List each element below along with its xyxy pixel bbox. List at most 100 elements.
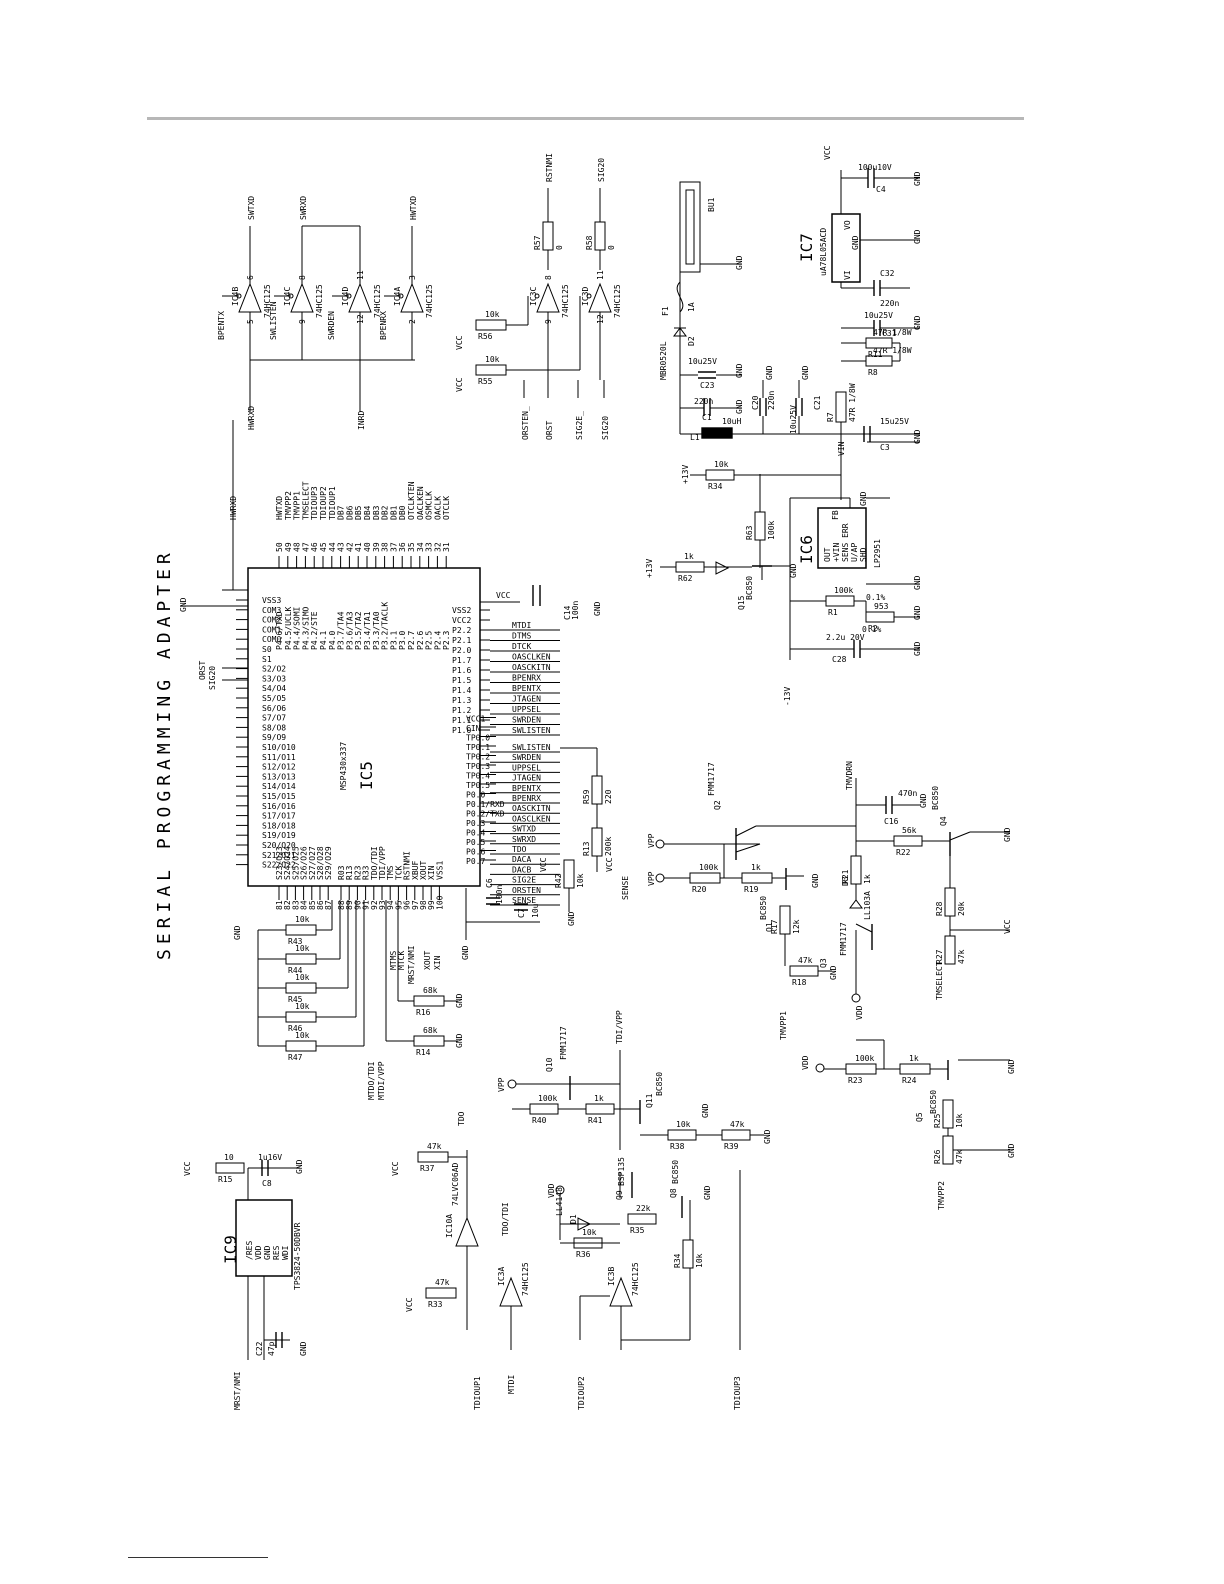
ic6-chip: [817, 507, 867, 569]
ic4-out-net-1: SWRXD: [299, 196, 308, 220]
footer-rule: [128, 1557, 268, 1558]
vpp-r21-value: 1k: [863, 874, 872, 884]
ic5-pin-0: R03: [337, 865, 346, 880]
ic5-right-num-11: 39: [372, 542, 381, 552]
ic5-right-pin-18: P2.4: [433, 631, 442, 650]
c3-value: 15u25V: [880, 417, 909, 426]
ic6-r1-value: 100k: [834, 586, 853, 595]
ic6-r63-value: 100k: [767, 521, 776, 540]
vpp-r18: [789, 965, 819, 977]
c23-value: 10u25V: [688, 357, 717, 366]
net-vcc-reg: VCC: [823, 145, 832, 160]
ic3-buffer-1-ref: IC3D: [581, 287, 590, 306]
ic5-right-pin-19: P2.3: [442, 631, 451, 650]
ic5-top-net-4: BPENTX: [512, 784, 541, 793]
ic5-pinnum-6: 94: [386, 900, 395, 910]
ic5-top-net-2: UPPSEL: [512, 763, 541, 772]
lower-r41: [585, 1103, 615, 1115]
ic5-right-net-3: TMSELECT: [301, 481, 310, 520]
resistor-network-block: GNDR4310kR4410kR4510kR4610kR4710kR1668kR…: [233, 747, 630, 1100]
gnd-r16: GND: [455, 993, 464, 1008]
ic5-top-net-3: JTAGEN: [512, 774, 541, 783]
lower-r25-ref: R25: [933, 1113, 942, 1128]
q3-ref: Q3: [819, 958, 828, 968]
ic5-top-net-8: SWTXD: [512, 825, 536, 834]
ic7-pin-vi: VI: [843, 270, 852, 280]
ic7-ref: IC7: [797, 233, 816, 262]
gnd-c8: GND: [295, 1159, 304, 1174]
lower-r26-value: 47k: [955, 1149, 964, 1164]
ic5-pinnum-2: 90: [353, 900, 362, 910]
ic5-right-net-17: OSMCLK: [425, 491, 434, 520]
ic5-bottom-net-4: OASCKITN: [512, 663, 551, 672]
ic5-right-num-16: 34: [416, 542, 425, 552]
rnet-r16: [413, 995, 445, 1007]
lower-r36-value: 10k: [582, 1228, 597, 1237]
net-vcc-ic5: VCC: [496, 591, 511, 600]
ic6-r1-ref: R1: [828, 608, 838, 617]
ic6-r1: [825, 595, 855, 607]
lower-r24-ref: R24: [902, 1076, 917, 1085]
q15-ref: Q15: [737, 595, 746, 610]
lower-r34: [682, 1239, 694, 1269]
vpp-net-1: VPP: [647, 871, 656, 886]
ic6-r62-ref: R62: [678, 574, 693, 583]
ic5-right-pin-3: P4.3/SIMO: [301, 606, 310, 650]
vpp-r22-value: 56k: [902, 826, 917, 835]
gnd-r2: GND: [913, 605, 922, 620]
gnd-c4: GND: [913, 171, 922, 186]
lower-r35-ref: R35: [630, 1226, 645, 1235]
ic5-pin-5: TDI/VPP: [378, 846, 387, 880]
gnd-r14: GND: [455, 1033, 464, 1048]
ic5-lbpin-5: S28/O28: [316, 846, 325, 880]
ic6-pin-3: U/AP: [850, 543, 859, 562]
ic5-com-pin-14: S9/O9: [262, 733, 286, 742]
c8-ref: C8: [262, 1179, 272, 1188]
rnet-r14-ref: R14: [416, 1048, 431, 1057]
lower-r33-value: 47k: [435, 1278, 450, 1287]
rnet-net-3: XOUT: [423, 951, 432, 970]
ic5-com-pin-13: S8/O8: [262, 723, 286, 732]
ic5-right-net-9: DB5: [354, 505, 363, 520]
ic4-buffer-3: [400, 282, 424, 313]
lower-r26-ref: R26: [933, 1149, 942, 1164]
gnd-r26: GND: [1007, 1143, 1016, 1158]
ic4-buffer-1-type: 74HC125: [315, 284, 324, 318]
vpp-r20: [689, 872, 721, 884]
ic5-bottom-pin-2: P2.2: [452, 626, 471, 635]
ic5-top-net-13: SIG2E: [512, 876, 536, 885]
gnd-ic7: GND: [913, 229, 922, 244]
rnet-r13: [591, 827, 603, 857]
ic5-lbpin-3: S26/O26: [300, 846, 309, 880]
ic5-right-net-14: DB0: [398, 505, 407, 520]
gnd-q8: GND: [703, 1185, 712, 1200]
gnd-c16: GND: [919, 793, 928, 808]
vpp-r18-value: 47k: [798, 956, 813, 965]
ic6-part: LP2951: [873, 539, 882, 568]
lower-r41-ref: R41: [588, 1116, 603, 1125]
ic5-right-pin-8: P3.6/TA3: [345, 611, 354, 650]
ic3-resistor-1-ref: R58: [585, 235, 594, 250]
ic5-pinnum-12: 100: [435, 895, 444, 910]
net-mtdo-tdi: MTDO/TDI: [367, 1061, 376, 1100]
ic5-com-pin-8: S3/O3: [262, 674, 286, 683]
vpp-r20-value: 100k: [699, 863, 718, 872]
q10-ref: Q10: [545, 1057, 554, 1072]
ic5-right-net-0: HWTXD: [275, 496, 284, 520]
lower-r34-value: 10k: [695, 1253, 704, 1268]
svg-text:SIG20: SIG20: [208, 666, 217, 690]
l1-ref: L1: [690, 433, 700, 442]
ic5-pinnum-4: 92: [370, 900, 379, 910]
d1-part: LL4148: [555, 1187, 564, 1216]
ic5-right-net-5: TDIOUP2: [319, 486, 328, 520]
ic5-right-pin-2: P4.4/SOMI: [293, 606, 302, 650]
ic5-right-pin-13: P3.1: [389, 631, 398, 650]
ic5-com-pin-1: COM3: [262, 606, 281, 615]
gnd-c31: GND: [913, 315, 922, 330]
ic5-com-pin-11: S6/O6: [262, 704, 286, 713]
ic6-r63-ref: R63: [745, 525, 754, 540]
net-mtdi: MTDI: [507, 1375, 516, 1394]
ic5-com-pin-4: COM0: [262, 635, 281, 644]
gnd-bu1: GND: [735, 255, 744, 270]
